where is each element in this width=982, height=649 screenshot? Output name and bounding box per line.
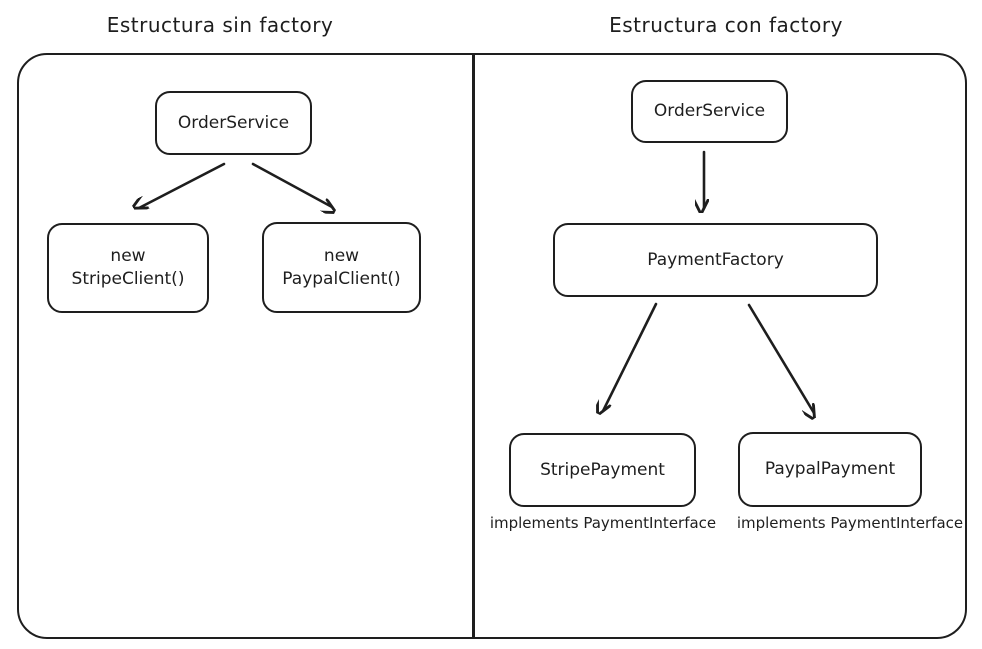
- node-orderservice-right: OrderService: [631, 80, 788, 143]
- node-orderservice-left: OrderService: [155, 91, 312, 155]
- node-label: PaypalPayment: [764, 459, 896, 479]
- node-new-stripeclient: new StripeClient(): [47, 223, 209, 313]
- panel-divider: [472, 54, 475, 638]
- node-new-paypalclient: new PaypalClient(): [262, 222, 421, 313]
- node-paymentfactory: PaymentFactory: [553, 223, 878, 297]
- left-panel-title: Estructura sin factory: [106, 13, 334, 37]
- node-label: PaymentFactory: [647, 249, 784, 270]
- node-label: OrderService: [177, 112, 290, 133]
- node-stripepayment: StripePayment: [509, 433, 696, 507]
- right-panel-title: Estructura con factory: [609, 13, 843, 37]
- caption-paypalpayment-implements: implements PaymentInterface: [736, 514, 964, 532]
- node-label-line2: StripeClient(): [71, 269, 185, 289]
- node-paypalpayment: PaypalPayment: [738, 432, 922, 507]
- node-label: OrderService: [653, 101, 766, 121]
- node-label-line1: new: [110, 246, 146, 266]
- node-label-line1: new: [323, 245, 360, 266]
- caption-stripepayment-implements: implements PaymentInterface: [489, 514, 717, 532]
- node-label-line2: PaypalClient(): [282, 268, 401, 289]
- node-label: StripePayment: [540, 459, 665, 480]
